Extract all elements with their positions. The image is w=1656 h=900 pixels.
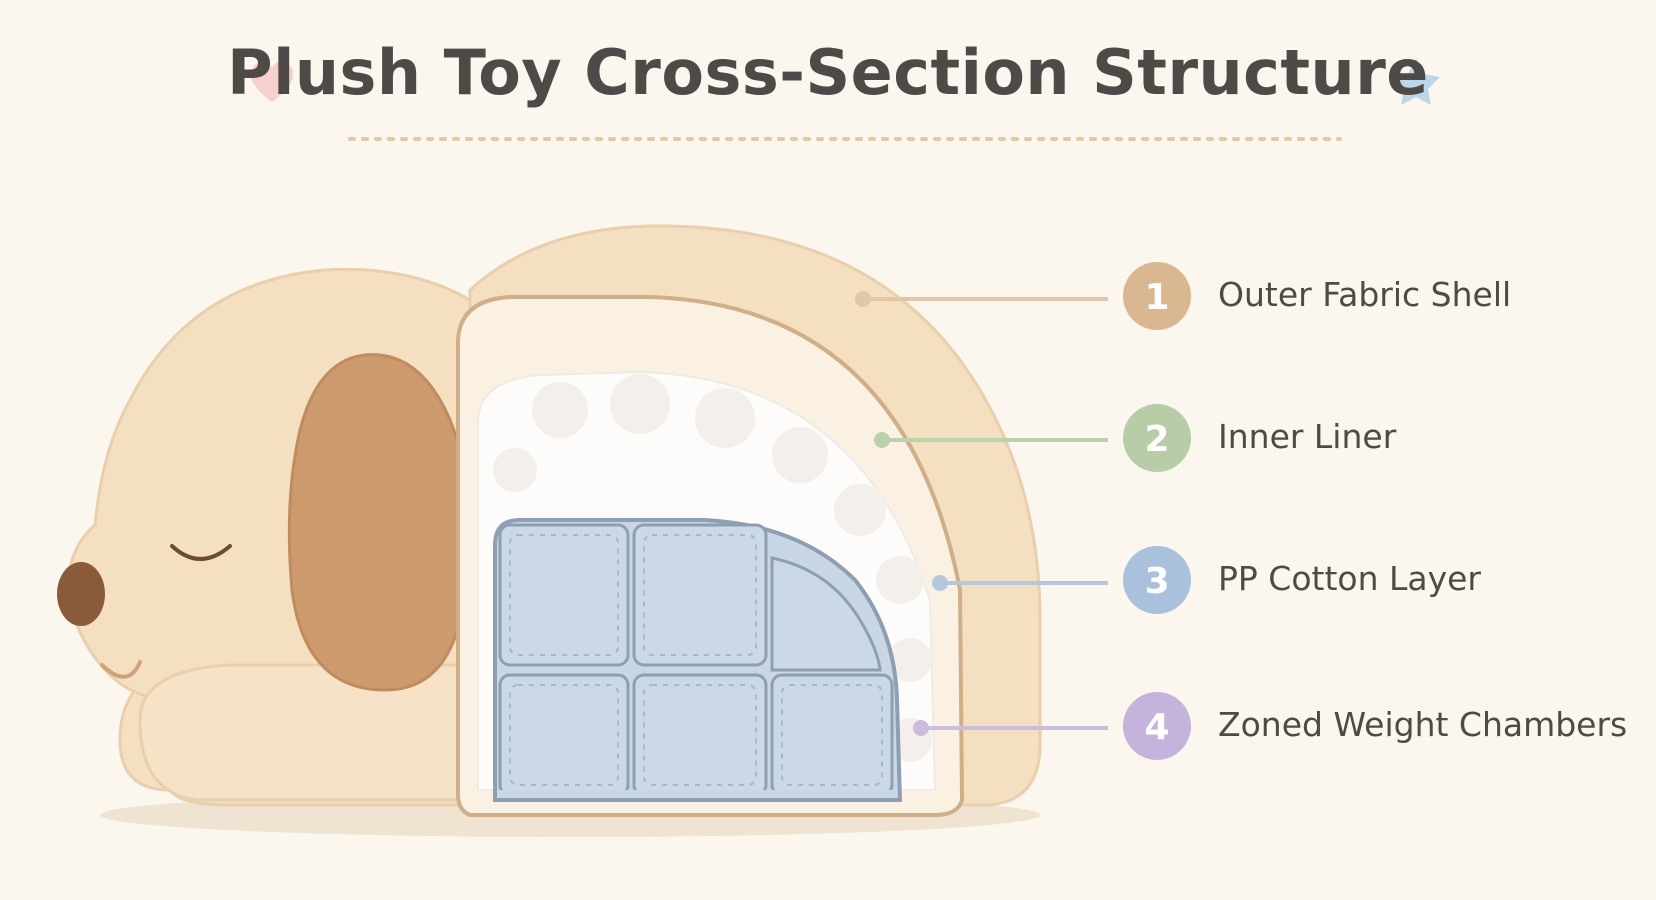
number-badge-text-inner-liner: 2	[1144, 419, 1169, 460]
plush-nose	[57, 562, 105, 626]
heart-icon	[250, 61, 294, 102]
number-badge-text-outer-fabric-shell: 1	[1144, 277, 1169, 318]
number-badge-text-pp-cotton-layer: 3	[1144, 561, 1169, 602]
number-badge-outer-fabric-shell	[1123, 262, 1191, 330]
number-badge-inner-liner	[1123, 404, 1191, 472]
star-icon	[1392, 58, 1440, 105]
front-paw	[138, 663, 472, 802]
leader-dot-pp-cotton-layer	[932, 575, 948, 591]
plush-ear	[287, 353, 470, 692]
layer-label-pp-cotton-layer: PP Cotton Layer	[1218, 559, 1482, 598]
number-badge-zoned-weight-chambers	[1123, 692, 1191, 760]
weight-chambers	[493, 518, 903, 802]
page-title: Plush Toy Cross-Section Structure	[227, 36, 1429, 109]
layer-label-outer-fabric-shell: Outer Fabric Shell	[1218, 275, 1512, 314]
leader-dot-outer-fabric-shell	[855, 291, 871, 307]
leader-dot-zoned-weight-chambers	[913, 720, 929, 736]
number-badge-pp-cotton-layer	[1123, 546, 1191, 614]
plush-eye	[170, 544, 232, 561]
leader-dot-inner-liner	[874, 432, 890, 448]
layer-label-inner-liner: Inner Liner	[1218, 417, 1397, 456]
plush-mouth	[100, 660, 142, 679]
callout-leaders: 1 2 3 4	[855, 262, 1191, 760]
number-badge-text-zoned-weight-chambers: 4	[1144, 707, 1169, 748]
layer-label-zoned-weight-chambers: Zoned Weight Chambers	[1218, 705, 1628, 744]
